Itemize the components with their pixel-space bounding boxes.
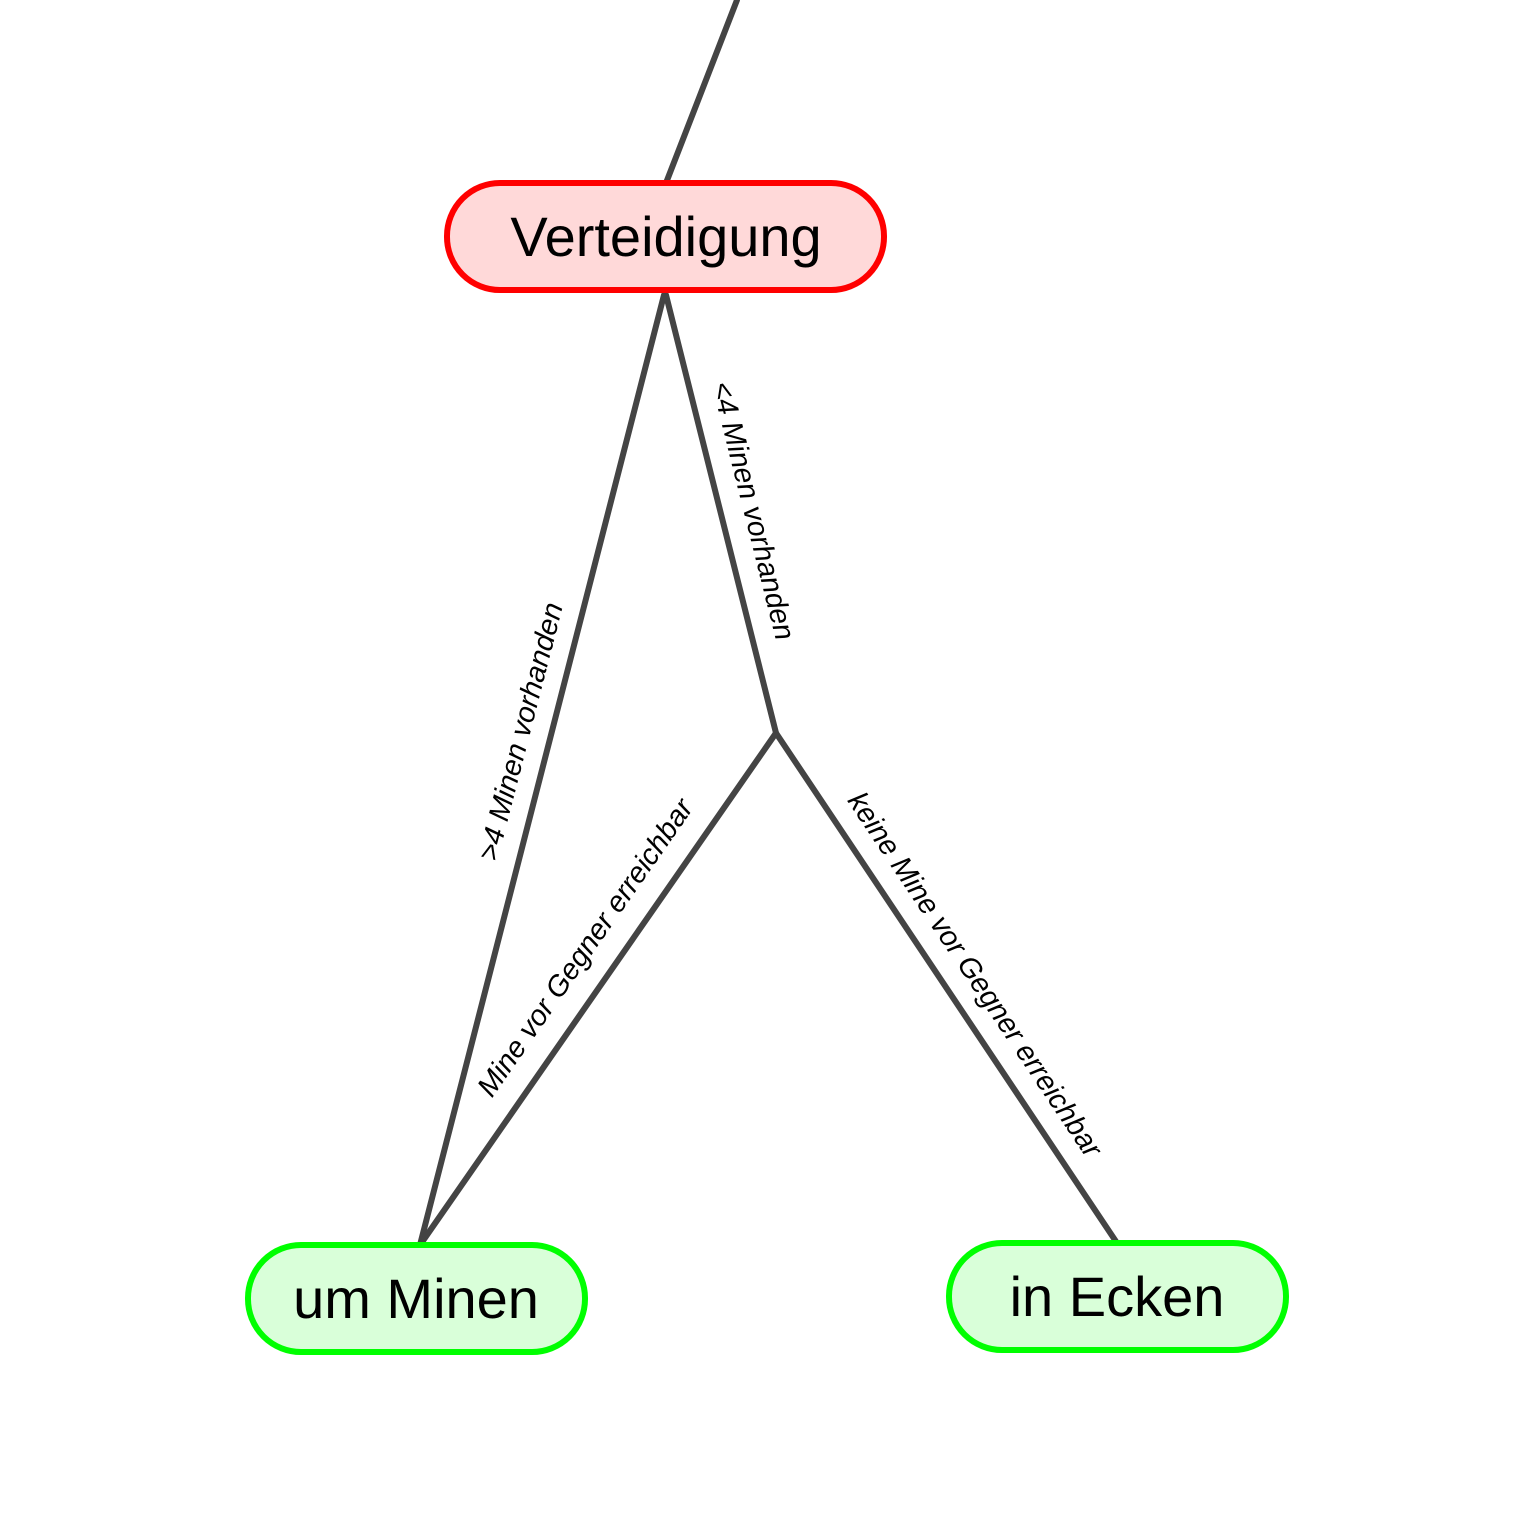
edge-more-mines (417, 292, 667, 1248)
edge-label-no-mine-reachable: keine Mine vor Gegner erreichbar (841, 787, 1109, 1165)
node-um-minen-shape (245, 1242, 588, 1355)
edge-label-more-mines: >4 Minen vorhanden (473, 599, 570, 864)
edge-fewer-mines (663, 292, 779, 736)
node-in-ecken-label: in Ecken (1010, 1265, 1225, 1328)
node-verteidigung[interactable]: Verteidigung (444, 180, 887, 293)
node-verteidigung-shape (444, 180, 887, 293)
edge-from-parent (663, 0, 740, 186)
edge-no-mine-reachable (773, 730, 1120, 1246)
node-in-ecken[interactable]: in Ecken (946, 1240, 1289, 1353)
node-um-minen-label: um Minen (293, 1267, 539, 1330)
node-in-ecken-shape (946, 1240, 1289, 1353)
node-um-minen[interactable]: um Minen (245, 1242, 588, 1355)
edge-mine-reachable (417, 730, 779, 1248)
node-verteidigung-label: Verteidigung (510, 205, 821, 268)
